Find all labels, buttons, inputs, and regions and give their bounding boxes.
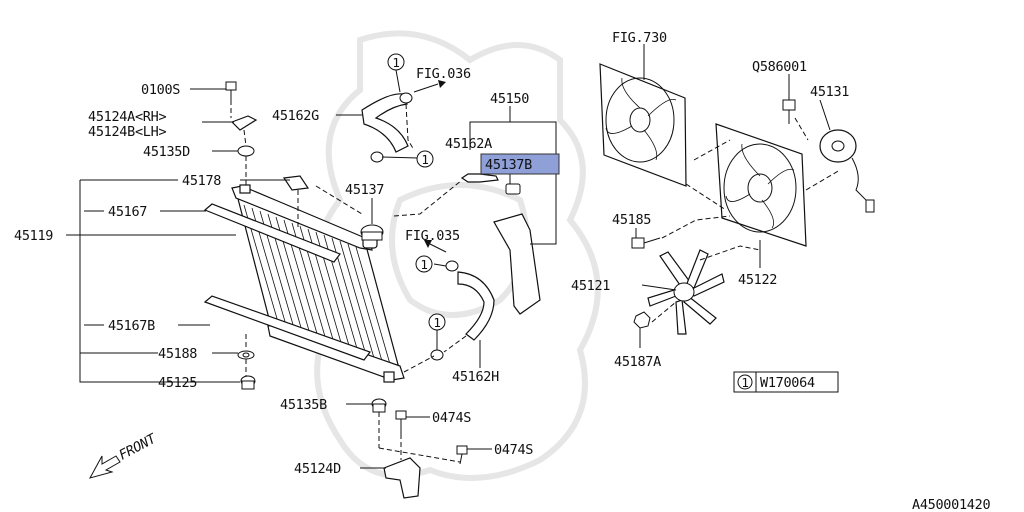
clamp-lower-2[interactable]	[430, 349, 444, 361]
front-label: FRONT	[116, 430, 159, 463]
label-45137[interactable]: 45137	[345, 182, 385, 198]
dashed-assembly-lines	[230, 100, 841, 463]
radiator[interactable]	[231, 184, 405, 383]
label-45135B[interactable]: 45135B	[280, 397, 327, 413]
label-45185[interactable]: 45185	[612, 212, 652, 228]
label-fig730[interactable]: FIG.730	[612, 30, 667, 46]
label-45122[interactable]: 45122	[738, 272, 777, 288]
svg-text:1: 1	[392, 55, 399, 70]
leader-lines	[66, 44, 831, 469]
bolt-0474S-upper[interactable]	[395, 410, 407, 434]
clamp-upper[interactable]	[399, 92, 413, 104]
svg-text:1: 1	[421, 152, 428, 167]
legend-code: W170064	[760, 375, 815, 391]
radiator-cap-45137[interactable]	[360, 224, 384, 241]
hose-45162G[interactable]	[361, 93, 409, 153]
bolt-0474S-lower[interactable]	[456, 445, 468, 465]
seal-strip-45167[interactable]	[203, 203, 341, 263]
svg-text:1: 1	[433, 315, 440, 330]
label-45167[interactable]: 45167	[108, 204, 148, 220]
label-0474S-lower[interactable]: 0474S	[494, 442, 534, 458]
cushion-45125[interactable]	[240, 375, 256, 390]
label-Q586001[interactable]: Q586001	[752, 59, 807, 75]
label-45137B[interactable]: 45137B	[485, 157, 532, 173]
label-45162H[interactable]: 45162H	[452, 369, 499, 385]
label-0100S[interactable]: 0100S	[141, 82, 181, 98]
bolt-Q586001[interactable]	[782, 99, 796, 124]
bushing-45188[interactable]	[237, 350, 255, 360]
svg-text:1: 1	[420, 257, 427, 272]
clamp-lower-1[interactable]	[445, 260, 459, 272]
label-fig035[interactable]: FIG.035	[405, 228, 460, 244]
bolt-45185[interactable]	[631, 237, 661, 249]
cushion-45135B[interactable]	[371, 398, 387, 413]
seal-strip-45178[interactable]	[282, 175, 310, 191]
bracket-45124D[interactable]	[383, 457, 421, 499]
label-45167B[interactable]: 45167B	[108, 318, 155, 334]
label-45124D[interactable]: 45124D	[294, 461, 341, 477]
fan-motor-45131[interactable]	[819, 129, 875, 213]
fan-shroud-45122[interactable]	[715, 123, 807, 247]
seal-strip-45167B[interactable]	[203, 295, 371, 361]
label-45188[interactable]: 45188	[158, 346, 198, 362]
reservoir-tank-45150[interactable]	[493, 183, 541, 315]
highlight-45137B	[480, 153, 560, 175]
callout-1-mid[interactable]: 1	[416, 150, 434, 168]
label-45119[interactable]: 45119	[14, 228, 54, 244]
hose-45162H[interactable]	[457, 271, 495, 341]
legend-box: 1 W170064	[733, 371, 839, 393]
callout-1-lower[interactable]: 1	[415, 255, 433, 273]
label-45124B[interactable]: 45124B<LH>	[88, 124, 167, 140]
hose-45162A[interactable]	[460, 173, 499, 183]
label-45150[interactable]: 45150	[490, 91, 530, 107]
fan-shroud-fig730[interactable]	[599, 63, 687, 187]
fan-45121[interactable]	[647, 249, 725, 335]
clamp-mid[interactable]	[370, 151, 384, 163]
label-45162G[interactable]: 45162G	[272, 108, 319, 124]
label-45162A[interactable]: 45162A	[445, 136, 492, 152]
label-45135D[interactable]: 45135D	[143, 144, 190, 160]
part-labels: 0100S 45124A<RH> 45124B<LH> 45135D 45178…	[14, 30, 850, 477]
legend-callout: 1	[741, 375, 748, 390]
label-45178[interactable]: 45178	[182, 173, 222, 189]
drawing-id: A450001420	[912, 497, 990, 512]
front-arrow: FRONT	[88, 430, 159, 479]
label-45121[interactable]: 45121	[571, 278, 611, 294]
bracket-45124[interactable]	[230, 115, 258, 131]
label-45124A[interactable]: 45124A<RH>	[88, 109, 167, 125]
label-0474S-upper[interactable]: 0474S	[432, 410, 472, 426]
label-45131[interactable]: 45131	[810, 84, 850, 100]
label-45125[interactable]: 45125	[158, 375, 198, 391]
callout-1-upper[interactable]: 1	[387, 53, 405, 71]
label-fig036[interactable]: FIG.036	[416, 66, 471, 82]
cushion-45135D[interactable]	[237, 145, 255, 157]
bolt-0100S[interactable]	[225, 81, 237, 102]
label-45187A[interactable]: 45187A	[614, 354, 661, 370]
nut-45187A[interactable]	[633, 311, 651, 329]
callout-1-bottom[interactable]: 1	[428, 313, 446, 331]
